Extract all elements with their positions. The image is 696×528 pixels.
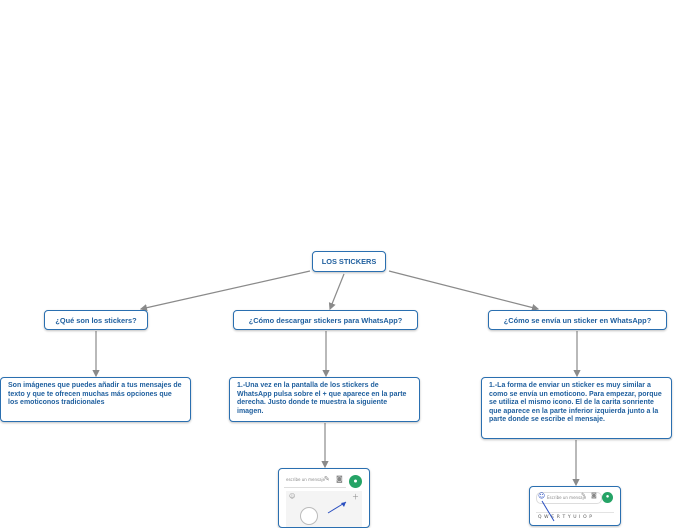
edge-root-q1	[139, 270, 311, 312]
pointer-arrow-icon	[541, 500, 555, 522]
question-what-are-stickers[interactable]: ¿Qué son los stickers?	[44, 310, 148, 330]
suggestion-bar	[536, 506, 614, 513]
image-node-download[interactable]: escribe un mensaje ✎ ◙ ● ☺ ＋	[278, 468, 370, 528]
message-bar: ☺ Escribe un mensaje ✎ ◙	[536, 492, 602, 504]
camera-icon: ◙	[591, 492, 597, 499]
edge-root-q3	[388, 270, 540, 312]
root-node[interactable]: LOS STICKERS	[312, 251, 386, 272]
mic-icon: ●	[602, 492, 613, 503]
question-how-download[interactable]: ¿Cómo descargar stickers para WhatsApp?	[233, 310, 418, 330]
message-placeholder: escribe un mensaje	[286, 477, 326, 482]
keyboard-row: Q W E R T Y U I O P	[538, 515, 593, 520]
sticker-preview	[300, 507, 318, 525]
mic-icon: ●	[349, 475, 362, 488]
clip-icon: ✎	[581, 492, 587, 499]
clip-icon: ✎	[324, 475, 330, 483]
answer-what-are-stickers[interactable]: Son imágenes que puedes añadir a tus men…	[0, 377, 191, 422]
edge-root-q2	[328, 273, 345, 311]
message-bar: escribe un mensaje ✎ ◙	[284, 475, 346, 488]
sticker-icon: ☺	[289, 493, 296, 500]
question-how-send[interactable]: ¿Cómo se envía un sticker en WhatsApp?	[488, 310, 667, 330]
pointer-arrow-icon	[327, 501, 347, 514]
emoji-icon: ☺	[538, 492, 546, 500]
add-sticker-icon: ＋	[352, 493, 359, 501]
answer-how-download[interactable]: 1.-Una vez en la pantalla de los sticker…	[229, 377, 420, 422]
answer-how-send[interactable]: 1.-La forma de enviar un sticker es muy …	[481, 377, 672, 439]
camera-icon: ◙	[336, 475, 343, 483]
image-node-send[interactable]: ☺ Escribe un mensaje ✎ ◙ ● Q W E R T Y U…	[529, 486, 621, 526]
message-placeholder: Escribe un mensaje	[547, 495, 587, 500]
sticker-panel: ☺ ＋	[286, 491, 362, 527]
